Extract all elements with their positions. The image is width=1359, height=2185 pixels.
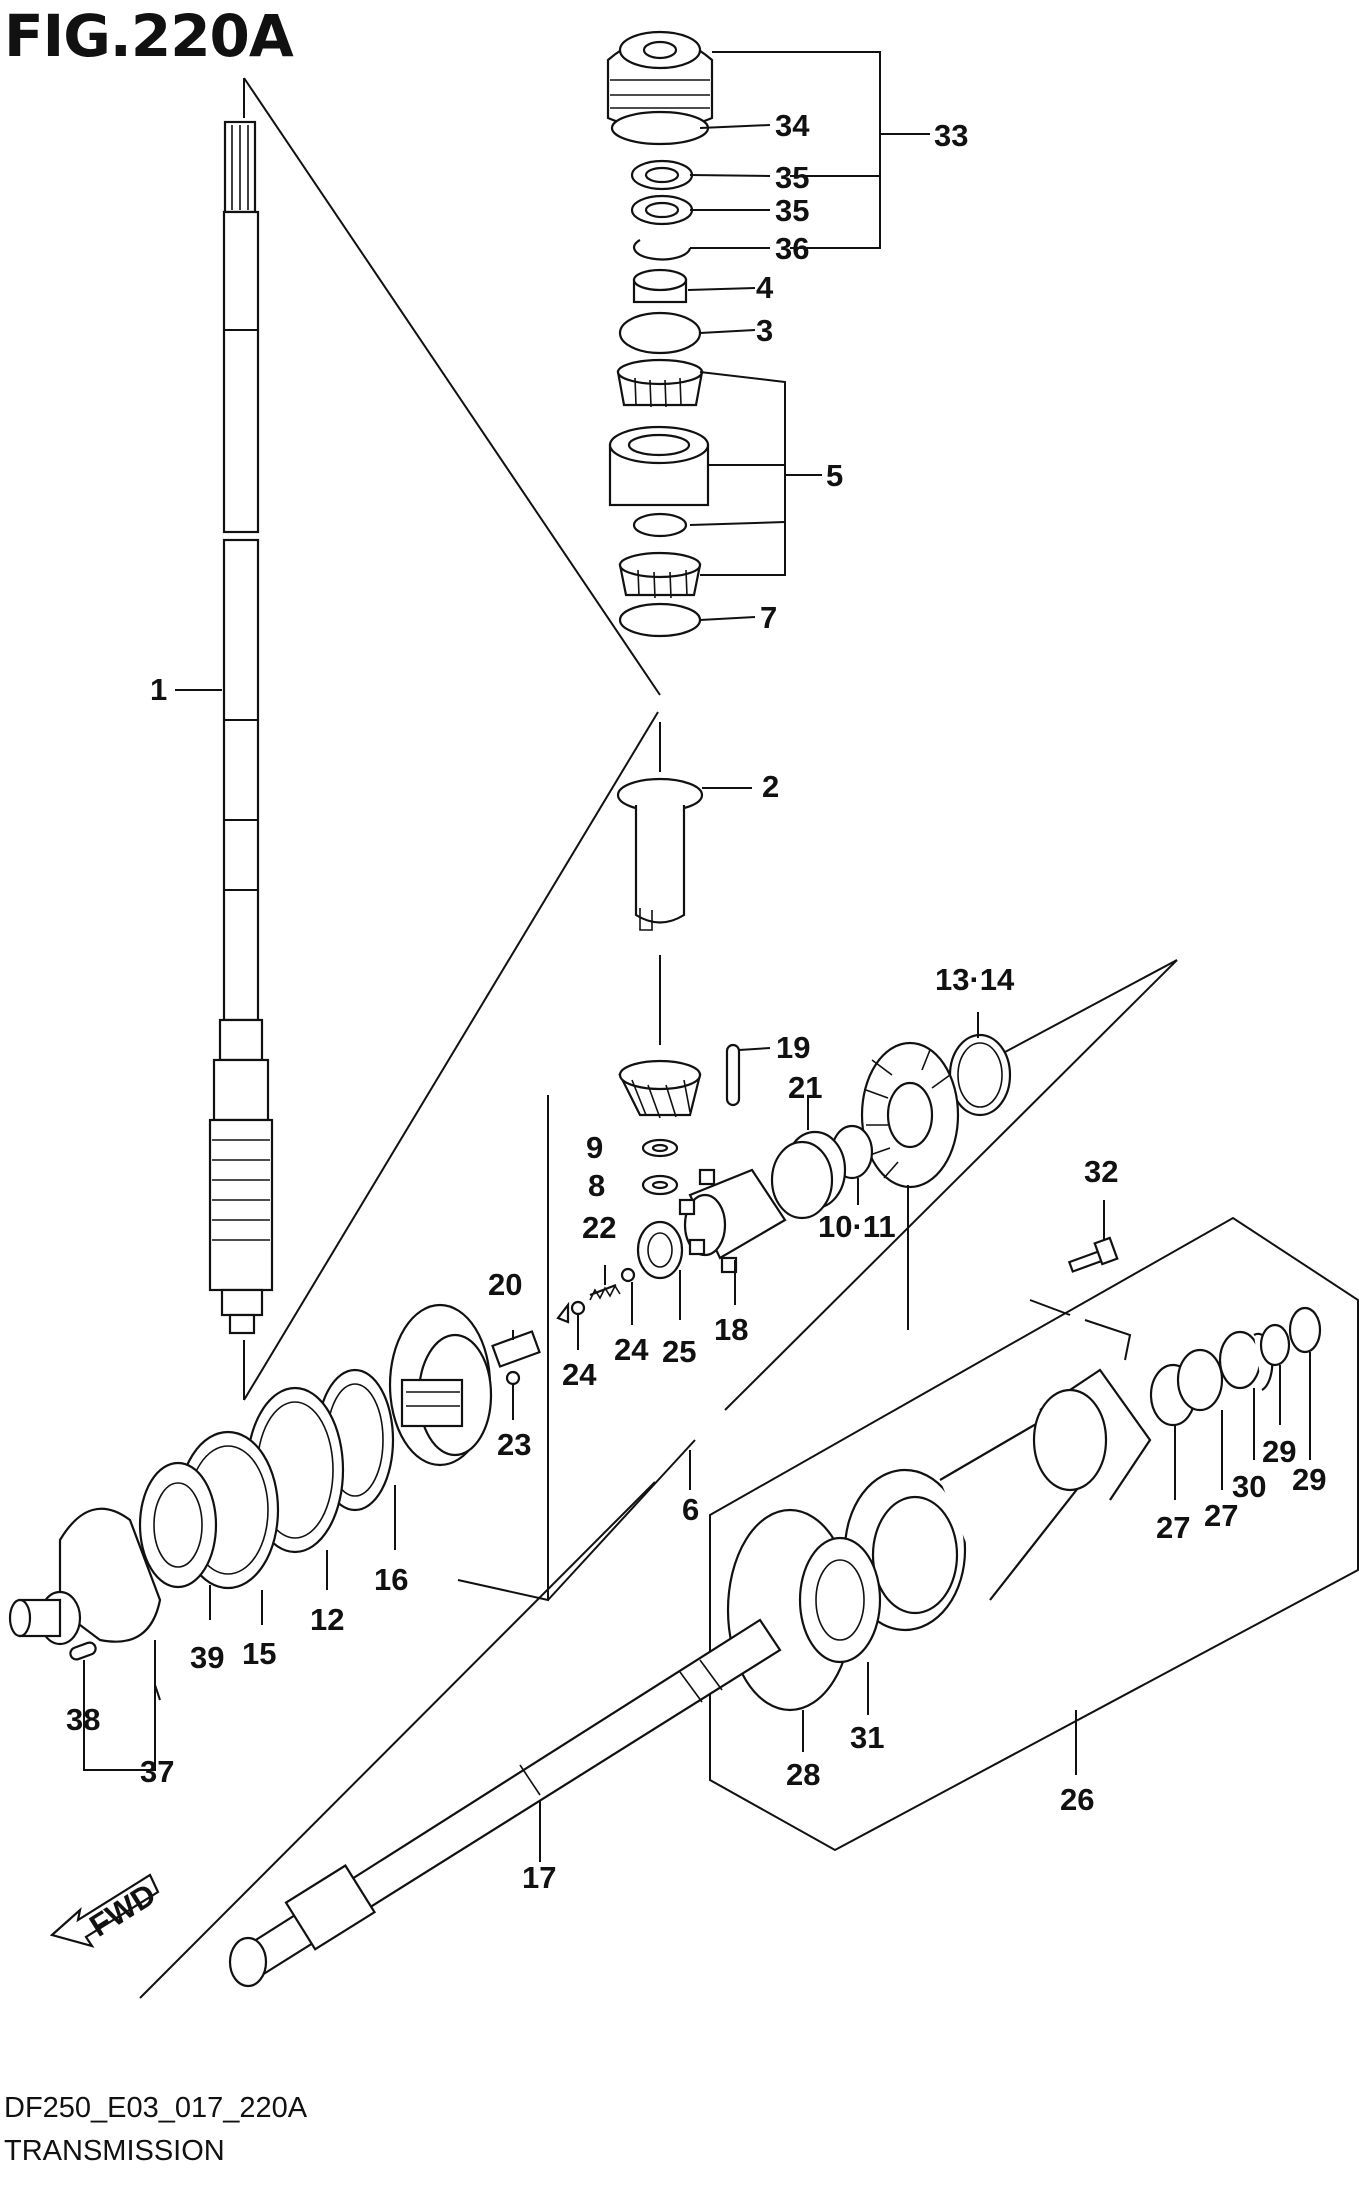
- clutch-pin[interactable]: [725, 1043, 741, 1107]
- callout-21: 21: [788, 1070, 822, 1105]
- figure-title: FIG.220A: [4, 2, 294, 70]
- o-ring[interactable]: [610, 110, 710, 146]
- tapered-roller-bearing[interactable]: [618, 551, 702, 599]
- pinion-gear[interactable]: [618, 1059, 702, 1119]
- propeller-shaft[interactable]: [228, 1618, 782, 1988]
- callout-29b: 29: [1292, 1462, 1326, 1497]
- callout-39: 39: [190, 1640, 224, 1675]
- callout-36: 36: [775, 231, 809, 266]
- callout-9: 9: [586, 1130, 603, 1165]
- drive-shaft-bushing[interactable]: [616, 777, 704, 931]
- callout-16: 16: [374, 1562, 408, 1597]
- callout-30: 30: [1232, 1469, 1266, 1504]
- callout-28: 28: [786, 1757, 820, 1792]
- callout-29a: 29: [1262, 1434, 1296, 1469]
- drawing-code: DF250_E03_017_220A: [4, 2092, 308, 2124]
- drive-shaft[interactable]: [208, 120, 274, 1335]
- callout-26: 26: [1060, 1782, 1094, 1817]
- callout-33: 33: [934, 118, 968, 153]
- callout-31: 31: [850, 1720, 884, 1755]
- pin[interactable]: [69, 1641, 98, 1661]
- bearing-sleeve[interactable]: [608, 425, 710, 507]
- callout-8: 8: [588, 1168, 605, 1203]
- callout-22: 22: [582, 1210, 616, 1245]
- callout-32: 32: [1084, 1154, 1118, 1189]
- shim[interactable]: [618, 602, 702, 638]
- callout-38: 38: [66, 1702, 100, 1737]
- callout-17: 17: [522, 1860, 556, 1895]
- oil-seal[interactable]: [1259, 1323, 1291, 1367]
- detent-ball[interactable]: [620, 1267, 636, 1283]
- callout-18: 18: [714, 1312, 748, 1347]
- push-rod-bushing[interactable]: [636, 1220, 684, 1280]
- guide-line: [139, 1481, 656, 1999]
- callout-10-11: 10·11: [818, 1209, 896, 1244]
- callout-13-14: 13·14: [935, 962, 1015, 997]
- tapered-roller-bearing[interactable]: [616, 358, 704, 408]
- callout-15: 15: [242, 1636, 276, 1671]
- bearing-cone[interactable]: [632, 268, 688, 304]
- clutch-dog[interactable]: [678, 1168, 787, 1274]
- guide-line: [243, 711, 659, 1401]
- shift-push-rod[interactable]: [491, 1330, 541, 1368]
- callout-6: 6: [682, 1492, 699, 1527]
- housing-group-box: [709, 1216, 1359, 1852]
- fwd-direction-arrow: [49, 1873, 160, 1948]
- pinion-nut[interactable]: [641, 1174, 679, 1196]
- detent-ball[interactable]: [570, 1300, 586, 1316]
- snap-ring[interactable]: [632, 239, 692, 261]
- spring-retainer[interactable]: [556, 1301, 570, 1324]
- callout-34: 34: [775, 108, 810, 143]
- reverse-gear-bearing-housing[interactable]: [8, 1507, 162, 1646]
- needle-bearing[interactable]: [630, 194, 694, 226]
- ball-bearing[interactable]: [798, 1536, 882, 1664]
- housing-bolt[interactable]: [1067, 1236, 1119, 1273]
- callout-35a: 35: [775, 160, 809, 195]
- callout-27a: 27: [1156, 1510, 1190, 1545]
- figure-name: TRANSMISSION: [4, 2135, 225, 2167]
- callout-35b: 35: [775, 193, 809, 228]
- callout-24a: 24: [562, 1357, 597, 1392]
- callout-19: 19: [776, 1030, 810, 1065]
- callout-23: 23: [497, 1427, 531, 1462]
- callout-4: 4: [756, 270, 774, 305]
- bearing-race[interactable]: [632, 512, 688, 538]
- pinion-bearing-housing[interactable]: [606, 30, 714, 131]
- bearing-ball[interactable]: [138, 1461, 218, 1589]
- callout-20: 20: [488, 1267, 522, 1302]
- callout-37: 37: [140, 1754, 174, 1789]
- callout-25: 25: [662, 1334, 696, 1369]
- shim[interactable]: [618, 311, 702, 355]
- callout-7: 7: [760, 600, 777, 635]
- pinion-washer[interactable]: [641, 1138, 679, 1158]
- callout-2: 2: [762, 769, 779, 804]
- detent-spring[interactable]: [589, 1283, 617, 1297]
- callout-12: 12: [310, 1602, 344, 1637]
- forward-gear[interactable]: [860, 1041, 960, 1189]
- needle-bearing-race[interactable]: [770, 1130, 847, 1220]
- needle-bearing[interactable]: [1218, 1330, 1262, 1390]
- callout-5: 5: [826, 458, 843, 493]
- needle-bearing[interactable]: [1149, 1348, 1224, 1427]
- propeller-shaft-housing[interactable]: [843, 1368, 1152, 1632]
- callout-1: 1: [150, 672, 167, 707]
- callout-3: 3: [756, 313, 773, 348]
- needle-bearing[interactable]: [630, 159, 694, 191]
- callout-27b: 27: [1204, 1498, 1238, 1533]
- forward-gear-shim[interactable]: [948, 1033, 1012, 1117]
- ball[interactable]: [505, 1370, 521, 1386]
- callout-24b: 24: [614, 1332, 649, 1367]
- oil-seal[interactable]: [1288, 1306, 1322, 1354]
- reverse-gear[interactable]: [388, 1303, 493, 1467]
- guide-line: [243, 77, 661, 696]
